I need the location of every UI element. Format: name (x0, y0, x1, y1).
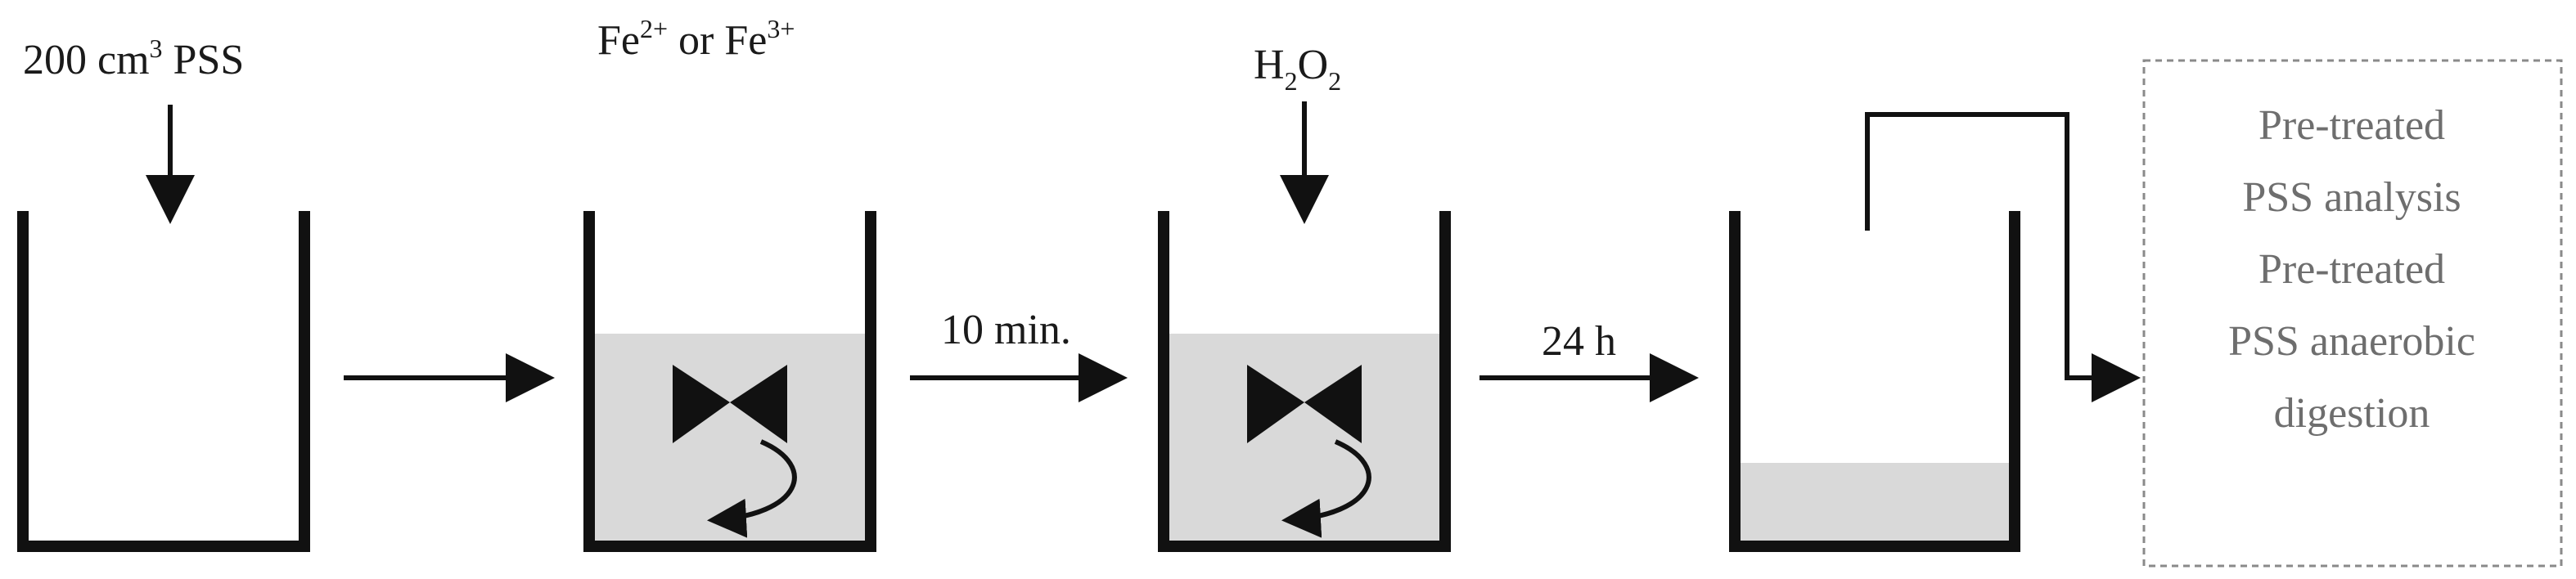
mix-time-label: 10 min. (941, 307, 1071, 353)
output-line-5: digestion (2274, 390, 2430, 437)
iron-input-label: Fe2+ or Fe3+ (597, 14, 795, 64)
liquid-fill (1169, 334, 1440, 546)
withdrawal-pipe-arrow (1865, 112, 2141, 402)
beaker-2 (583, 211, 876, 552)
sediment-fill (1740, 463, 2010, 546)
reaction-time-label: 24 h (1542, 318, 1616, 365)
output-line-3: Pre-treated (2259, 246, 2445, 293)
beaker-1 (17, 211, 310, 552)
output-line-1: Pre-treated (2259, 102, 2445, 149)
output-line-2: PSS analysis (2242, 174, 2461, 221)
peroxide-input-label: H2O2 (1254, 42, 1341, 96)
stirrer-icon (673, 365, 797, 538)
output-box: Pre-treated PSS analysis Pre-treated PSS… (2142, 59, 2563, 568)
beaker-3 (1158, 211, 1451, 552)
output-line-4: PSS anaerobic (2228, 318, 2475, 365)
pss-input-label: 200 cm3 PSS (23, 34, 244, 83)
stirrer-icon (1247, 365, 1371, 538)
beaker-4 (1729, 211, 2020, 552)
liquid-fill (594, 334, 866, 546)
